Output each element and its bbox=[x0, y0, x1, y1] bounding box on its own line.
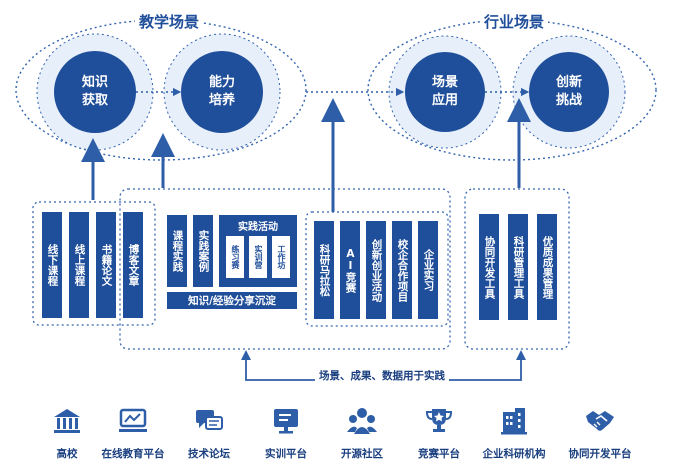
research-mgmt-box: 科研管理工具 bbox=[508, 214, 528, 320]
collab-tools-box: 协同开发工具 bbox=[479, 214, 499, 320]
outcome-mgmt-box: 优质成果管理 bbox=[537, 214, 557, 320]
community-icon bbox=[347, 408, 377, 434]
application-circle-label: 场景应用 bbox=[431, 75, 458, 108]
innovation-circle bbox=[529, 52, 609, 132]
knowledge-circle-label: 知识获取 bbox=[81, 75, 108, 108]
platform-label-community: 开源社区 bbox=[341, 448, 383, 460]
handshake-icon bbox=[586, 411, 614, 431]
books-papers-box: 书籍论文 bbox=[96, 212, 116, 318]
ai-competition-box: AI竞赛 bbox=[340, 221, 360, 319]
university-icon bbox=[54, 409, 80, 433]
right-group-box bbox=[464, 188, 570, 350]
application-circle bbox=[405, 52, 485, 132]
feedback-label: 场景、成果、数据用于实践 bbox=[315, 368, 449, 383]
platform-label-forum: 技术论坛 bbox=[188, 448, 230, 460]
innovation-circle-label: 创新挑战 bbox=[555, 75, 582, 108]
online-course-box: 线上课程 bbox=[69, 212, 89, 318]
research-marathon-box: 科研马拉松 bbox=[314, 221, 334, 319]
platform-label-online-education: 在线教育平台 bbox=[101, 448, 165, 460]
platform-label-training: 实训平台 bbox=[265, 448, 307, 460]
online-education-icon bbox=[119, 408, 147, 432]
training-camp-box: 实训营 bbox=[249, 236, 267, 278]
industry-scene-title: 行业场景 bbox=[480, 11, 549, 32]
building-icon bbox=[501, 408, 527, 435]
forum-icon bbox=[196, 410, 223, 430]
internship-box: 企业实习 bbox=[418, 221, 438, 319]
industry-scene-ellipse bbox=[367, 19, 657, 161]
ability-circle bbox=[181, 51, 263, 133]
platform-label-university: 高校 bbox=[56, 448, 78, 460]
platform-label-research-org: 企业科研机构 bbox=[482, 448, 546, 460]
school-enterprise-box: 校企合作项目 bbox=[392, 221, 412, 319]
practice-activity-box: 实践活动 练习赛 实训营 工作坊 bbox=[219, 215, 297, 287]
platform-label-collab: 协同开发平台 bbox=[568, 448, 632, 460]
training-icon bbox=[274, 409, 298, 434]
knowledge-circle bbox=[54, 51, 136, 133]
ability-circle-label: 能力培养 bbox=[208, 75, 235, 108]
practice-match-box: 练习赛 bbox=[226, 236, 244, 278]
innovation-activity-box: 创新创业活动 bbox=[366, 221, 386, 319]
left-group-box bbox=[32, 201, 156, 326]
practice-case-box: 实践案例 bbox=[193, 215, 213, 287]
platform-label-competition: 竞赛平台 bbox=[418, 448, 460, 460]
course-practice-box: 课程实践 bbox=[167, 215, 187, 287]
blog-articles-box: 博客文章 bbox=[123, 212, 143, 318]
middle-group-box bbox=[119, 188, 451, 350]
trophy-icon bbox=[425, 409, 453, 432]
offline-course-box: 线下课程 bbox=[42, 212, 62, 318]
teaching-scene-title: 教学场景 bbox=[135, 11, 204, 32]
knowledge-share-box: 知识/经验分享沉淀 bbox=[167, 292, 297, 309]
right-middle-group-box bbox=[305, 211, 449, 327]
workshop-box: 工作坊 bbox=[272, 236, 290, 278]
